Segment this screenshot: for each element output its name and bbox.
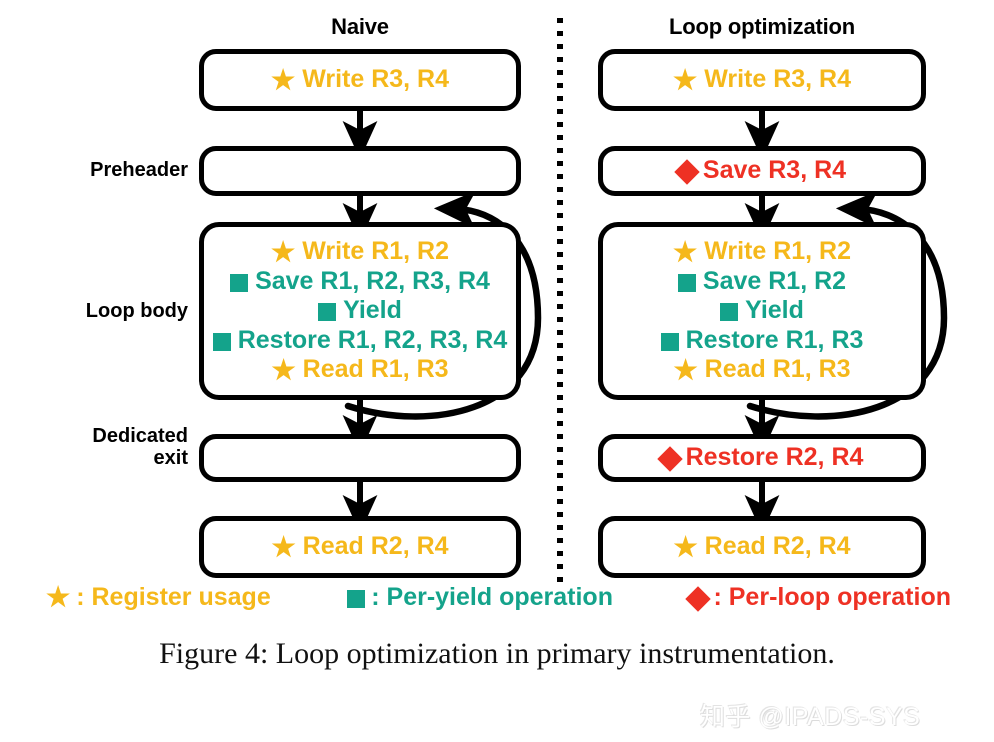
instruction-line-label: Yield (343, 296, 402, 325)
square-icon (347, 589, 366, 608)
square-icon (212, 332, 231, 351)
square-icon (660, 332, 679, 351)
diamond-icon (656, 446, 683, 472)
watermark: 知乎 @IPADS-SYS (700, 703, 921, 731)
instruction-line: Yield (720, 296, 804, 326)
instruction-line-label: Read R2, R4 (302, 532, 449, 561)
instruction-line: Save R3, R4 (674, 156, 847, 186)
instruction-line: Restore R1, R3 (660, 325, 864, 356)
legend-item: : Per-yield operation (347, 583, 613, 612)
instruction-line: Restore R1, R2, R3, R4 (212, 325, 508, 356)
diamond-icon (674, 159, 700, 185)
instruction-line: Restore R2, R4 (656, 443, 864, 473)
legend: ★: Register usage : Per-yield operation : … (46, 583, 951, 612)
instruction-line: ★Write R1, R2 (271, 237, 449, 267)
instruction-line-label: Save R1, R2, R3, R4 (255, 266, 490, 295)
instruction-line: Save R1, R2, R3, R4 (230, 267, 490, 297)
column-title-naive: Naive (331, 14, 389, 39)
instruction-line-label: Read R1, R3 (704, 355, 851, 384)
instruction-line-label: Restore R2, R4 (685, 443, 864, 472)
star-icon: ★ (672, 64, 698, 95)
square-icon (720, 303, 739, 321)
instruction-line-label: Write R1, R2 (302, 237, 450, 266)
legend-item-label: : Per-yield operation (371, 583, 613, 611)
instruction-line: ★Write R1, R2 (673, 237, 851, 267)
star-icon: ★ (46, 582, 71, 612)
star-icon: ★ (270, 236, 296, 267)
instruction-line-label: Restore R1, R3 (685, 325, 864, 354)
instruction-line: Save R1, R2 (677, 266, 847, 297)
legend-item-label: : Per-loop operation (713, 583, 951, 611)
star-icon: ★ (271, 354, 296, 385)
instruction-line-label: Yield (745, 296, 804, 325)
loopopt-dedicated-exit-block[interactable]: Restore R2, R4 (598, 434, 926, 482)
star-icon: ★ (672, 236, 698, 267)
instruction-line-label: Save R3, R4 (702, 156, 847, 185)
star-icon: ★ (271, 531, 296, 562)
instruction-line-label: Restore R1, R2, R3, R4 (237, 325, 508, 354)
row-label-loop-body: Loop body (85, 300, 188, 322)
instruction-line-label: Read R1, R3 (302, 355, 449, 384)
instruction-line-label: Write R1, R2 (704, 237, 852, 266)
instruction-line: ★Write R3, R4 (673, 65, 851, 95)
loopopt-entry-block[interactable]: ★Write R3, R4 (598, 49, 926, 111)
instruction-line-label: Write R3, R4 (704, 65, 852, 94)
loopopt-preheader-block[interactable]: Save R3, R4 (598, 146, 926, 196)
column-title-loop-optimization: Loop optimization (668, 14, 855, 39)
row-label-dedicated-exit: Dedicated exit (92, 425, 188, 470)
square-icon (318, 303, 337, 321)
row-label-preheader: Preheader (90, 159, 188, 181)
instruction-line-label: Write R3, R4 (302, 65, 450, 94)
instruction-line: ★Read R1, R3 (673, 355, 850, 385)
naive-dedicated-exit-block[interactable] (199, 434, 521, 482)
naive-exit-read-block[interactable]: ★Read R2, R4 (199, 516, 521, 578)
star-icon: ★ (673, 531, 698, 562)
instruction-line: ★Read R1, R3 (271, 355, 448, 385)
loopopt-exit-read-block[interactable]: ★Read R2, R4 (598, 516, 926, 578)
instruction-line-label: Read R2, R4 (704, 532, 851, 561)
instruction-line: ★Read R2, R4 (271, 532, 448, 562)
instruction-line: ★Write R3, R4 (271, 65, 449, 95)
square-icon (677, 273, 696, 292)
diamond-icon (685, 585, 712, 612)
instruction-line: Yield (318, 296, 402, 326)
legend-item-label: : Register usage (76, 583, 271, 611)
legend-item: ★: Register usage (46, 583, 271, 612)
naive-entry-block[interactable]: ★Write R3, R4 (199, 49, 521, 111)
naive-preheader-block[interactable] (199, 146, 521, 196)
instruction-line: ★Read R2, R4 (673, 532, 850, 562)
legend-item: : Per-loop operation (685, 583, 951, 612)
square-icon (230, 273, 249, 292)
figure-caption: Figure 4: Loop optimization in primary i… (159, 637, 835, 670)
star-icon: ★ (270, 64, 296, 95)
instruction-line-label: Save R1, R2 (702, 266, 847, 295)
star-icon: ★ (673, 354, 698, 385)
